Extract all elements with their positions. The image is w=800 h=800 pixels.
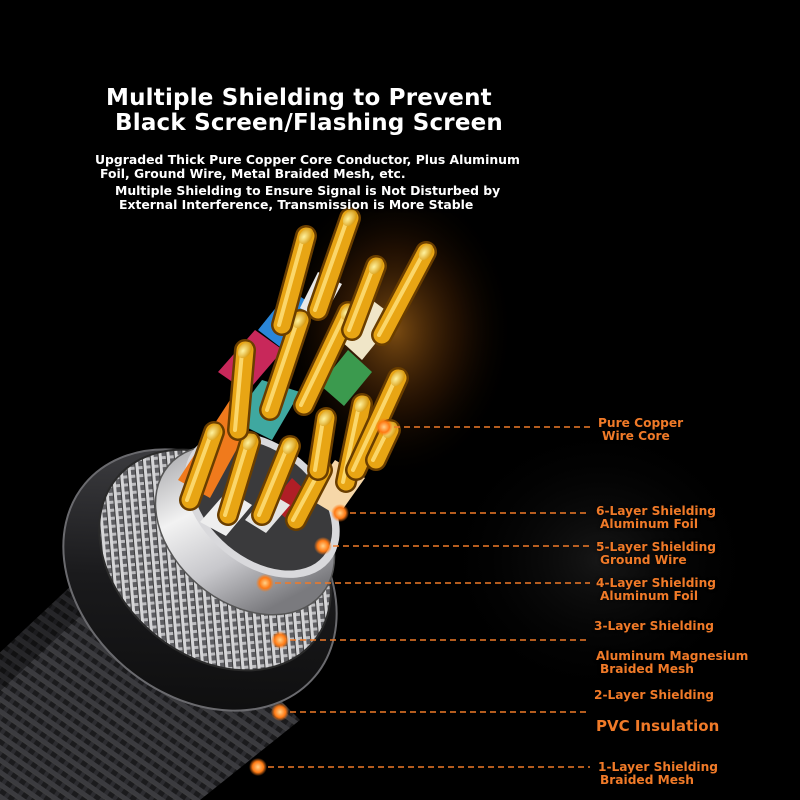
- callout-layer-5-line-2: Ground Wire: [600, 553, 687, 567]
- conductor-pin-13: [343, 257, 385, 339]
- callout-layer-6: 6-Layer Shielding Aluminum Foil: [596, 505, 716, 531]
- callout-layer-1: 1-Layer Shielding Braided Mesh: [598, 761, 718, 787]
- callout-copper-core: Pure Copper Wire Core: [598, 417, 683, 443]
- callout-leaders: [258, 426, 590, 768]
- headline-line-2: Black Screen/Flashing Screen: [115, 110, 504, 136]
- description-line-3: Multiple Shielding to Ensure Signal is N…: [115, 183, 501, 198]
- callout-layer-2-material-line-1: PVC Insulation: [596, 717, 720, 735]
- conductor-pin-5: [309, 409, 335, 479]
- conductor-tip-5: [318, 409, 334, 427]
- soft-glow: [440, 420, 760, 700]
- conductor-highlight-9: [265, 320, 299, 412]
- headline-line-1: Multiple Shielding to Prevent: [106, 85, 492, 111]
- callout-layer-3-material: Aluminum Magnesium Braided Mesh: [596, 650, 748, 676]
- conductor-tip-2: [242, 433, 258, 451]
- conductor-tip-7: [390, 369, 406, 387]
- conductor-highlight-10: [299, 312, 347, 407]
- conductor-highlight-5: [313, 418, 325, 472]
- callout-layer-3-material-line-2: Braided Mesh: [600, 662, 694, 676]
- callout-layer-2-line-1: 2-Layer Shielding: [594, 688, 714, 702]
- conductor-tip-14: [418, 243, 434, 261]
- conductor-pin-9: [261, 311, 309, 419]
- callout-layer-4: 4-Layer Shielding Aluminum Foil: [596, 577, 716, 603]
- conductor-highlight-14: [377, 252, 425, 337]
- conductor-tip-3: [282, 437, 298, 455]
- callout-markers: [249, 418, 393, 776]
- conductor-pin-12: [309, 209, 359, 319]
- conductor-tip-9: [292, 311, 308, 329]
- conductor-highlight-12: [313, 218, 349, 312]
- callout-layer-1-line-1: 1-Layer Shielding: [598, 760, 718, 774]
- callout-copper-core-line-1: Pure Copper: [598, 416, 684, 430]
- callout-layer-3-material-line-1: Aluminum Magnesium: [596, 649, 749, 663]
- callout-layer-6-line-1: 6-Layer Shielding: [596, 504, 716, 518]
- callout-layer-3: 3-Layer Shielding: [594, 620, 714, 633]
- conductor-highlight-11: [277, 236, 305, 327]
- conductor-tip-13: [368, 257, 384, 275]
- conductor-highlight-7: [351, 378, 397, 472]
- conductor-highlight-2: [223, 442, 249, 517]
- callout-layer-6-line-2: Aluminum Foil: [600, 517, 699, 531]
- conductor-highlight-13: [347, 266, 375, 332]
- callout-layer-2: 2-Layer Shielding: [594, 689, 714, 702]
- callout-layer-5: 5-Layer Shielding Ground Wire: [596, 541, 716, 567]
- conductor-pin-3: [253, 437, 299, 524]
- description-line-2: Foil, Ground Wire, Metal Braided Mesh, e…: [100, 166, 406, 181]
- conductor-tip-6: [354, 395, 370, 413]
- callout-layer-1-line-2: Braided Mesh: [600, 773, 694, 787]
- description-line-4: External Interference, Transmission is M…: [119, 197, 474, 212]
- conductor-highlight-8: [233, 350, 244, 432]
- conductor-highlight-1: [185, 432, 213, 502]
- callout-layer-5-line-1: 5-Layer Shielding: [596, 540, 716, 554]
- conductor-pin-8: [229, 341, 254, 439]
- conductor-tip-1: [206, 423, 222, 441]
- pure-copper-conductors: [179, 207, 437, 531]
- conductor-pin-11: [273, 227, 315, 334]
- callout-layer-3-line-1: 3-Layer Shielding: [594, 619, 714, 633]
- callout-layer-4-line-2: Aluminum Foil: [600, 589, 699, 603]
- conductor-pin-1: [181, 423, 223, 509]
- conductor-tip-12: [342, 209, 358, 227]
- conductor-pin-2: [219, 433, 259, 524]
- callout-layer-2-material: PVC Insulation: [596, 717, 720, 735]
- conductor-highlight-3: [257, 446, 289, 517]
- callout-copper-core-line-2: Wire Core: [602, 429, 670, 443]
- conductor-tip-8: [237, 341, 253, 359]
- conductor-tip-11: [298, 227, 314, 245]
- description-line-1: Upgraded Thick Pure Copper Core Conducto…: [95, 152, 520, 167]
- callout-layer-4-line-1: 4-Layer Shielding: [596, 576, 716, 590]
